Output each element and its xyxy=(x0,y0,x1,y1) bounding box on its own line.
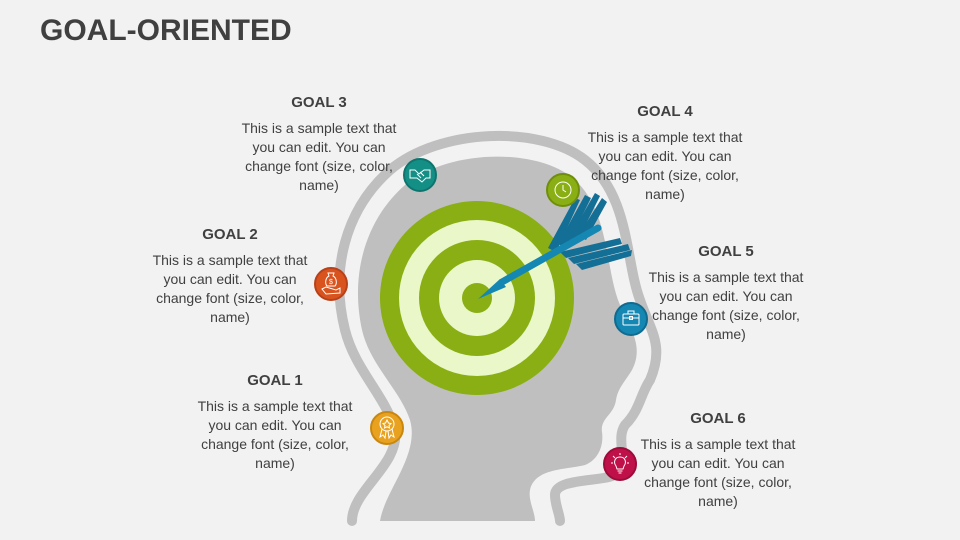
award-ribbon-icon xyxy=(379,416,395,440)
goal-6-title: GOAL 6 xyxy=(690,410,746,427)
goal-1-icon-badge xyxy=(370,411,404,445)
goal-6-block: GOAL 6 This is a sample text that you ca… xyxy=(638,410,798,511)
goal-1-block: GOAL 1 This is a sample text that you ca… xyxy=(195,372,355,473)
goal-3-title: GOAL 3 xyxy=(291,94,347,111)
goal-6-icon-badge xyxy=(603,447,637,481)
goal-2-title: GOAL 2 xyxy=(202,226,258,243)
goal-5-icon-badge xyxy=(614,302,648,336)
clock-icon xyxy=(554,181,572,199)
goal-4-icon-badge xyxy=(546,173,580,207)
goal-4-text: This is a sample text that you can edit.… xyxy=(587,129,743,202)
goal-1-text: This is a sample text that you can edit.… xyxy=(197,398,353,471)
briefcase-icon xyxy=(622,310,640,326)
goal-5-title: GOAL 5 xyxy=(698,243,754,260)
goal-4-block: GOAL 4 This is a sample text that you ca… xyxy=(585,103,745,204)
page-title: GOAL-ORIENTED xyxy=(40,14,292,47)
target-bullseye xyxy=(380,201,574,395)
goal-3-icon-badge xyxy=(403,158,437,192)
goal-3-text: This is a sample text that you can edit.… xyxy=(241,120,397,193)
goal-2-icon-badge: $ xyxy=(314,267,348,301)
goal-2-text: This is a sample text that you can edit.… xyxy=(152,252,308,325)
goal-3-block: GOAL 3 This is a sample text that you ca… xyxy=(239,94,399,195)
money-bag-hand-icon: $ xyxy=(321,272,341,295)
goal-6-text: This is a sample text that you can edit.… xyxy=(640,436,796,509)
goal-4-title: GOAL 4 xyxy=(637,103,693,120)
goal-5-block: GOAL 5 This is a sample text that you ca… xyxy=(646,243,806,344)
svg-text:$: $ xyxy=(329,279,333,286)
goal-5-text: This is a sample text that you can edit.… xyxy=(648,269,804,342)
handshake-icon xyxy=(409,169,431,183)
lightbulb-icon xyxy=(611,453,629,474)
goal-1-title: GOAL 1 xyxy=(247,372,303,389)
arrow-icon xyxy=(478,193,632,299)
goal-2-block: GOAL 2 This is a sample text that you ca… xyxy=(150,226,310,327)
